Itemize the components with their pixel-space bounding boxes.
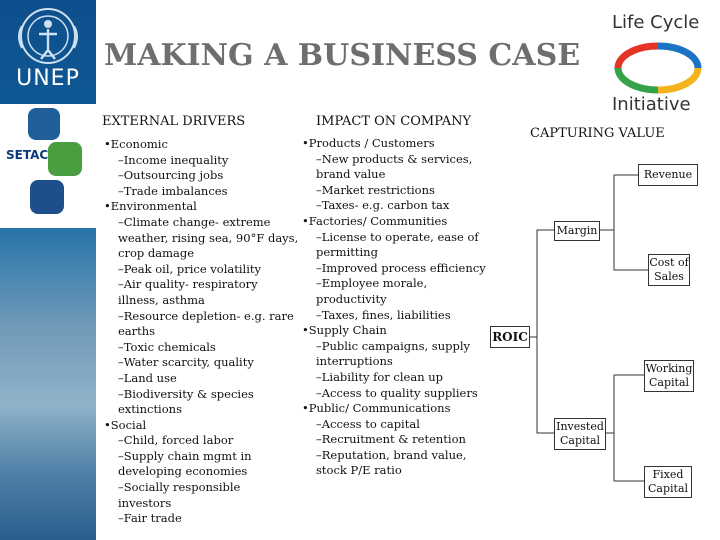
- external-drivers-list: •Economic–Income inequality–Outsourcing …: [104, 137, 304, 527]
- setac-tree-icon: [48, 142, 82, 176]
- page-title: MAKING A BUSINESS CASE: [104, 38, 581, 73]
- impact-heading: IMPACT ON COMPANY: [316, 114, 472, 129]
- list-item: –Supply chain mgmt in: [118, 448, 252, 463]
- list-item: weather, rising sea, 90°F days,: [118, 230, 299, 245]
- impact-list: •Products / Customers–New products & ser…: [302, 136, 502, 479]
- list-item: earths: [118, 324, 156, 339]
- cost-of-sales-box: Cost of Sales: [648, 254, 690, 286]
- list-item: –Recruitment & retention: [316, 432, 466, 447]
- revenue-box: Revenue: [638, 164, 698, 186]
- list-item: –Market restrictions: [316, 182, 435, 197]
- list-item: –License to operate, ease of: [316, 229, 479, 244]
- working-capital-box: Working Capital: [644, 360, 694, 392]
- list-item: –Trade imbalances: [118, 183, 228, 198]
- list-item: –Reputation, brand value,: [316, 447, 467, 462]
- list-item: –Socially responsible: [118, 480, 241, 495]
- list-item: permitting: [316, 245, 378, 260]
- list-item: –Fair trade: [118, 511, 182, 526]
- bullet-heading: •Factories/ Communities: [302, 213, 448, 228]
- roic-box: ROIC: [490, 326, 530, 348]
- unep-emblem-icon: [18, 8, 78, 64]
- list-item: –Liability for clean up: [316, 369, 444, 384]
- setac-bird-icon: [28, 108, 60, 140]
- list-item: –Taxes, fines, liabilities: [316, 307, 451, 322]
- list-item: –Child, forced labor: [118, 433, 234, 448]
- bullet-heading: •Public/ Communications: [302, 401, 451, 416]
- list-item: –Access to quality suppliers: [316, 385, 478, 400]
- unep-logo-text: UNEP: [16, 66, 80, 91]
- setac-logo-text: SETAC: [6, 148, 49, 162]
- setac-wave-icon: [30, 180, 64, 214]
- list-item: –New products & services,: [316, 151, 473, 166]
- list-item: productivity: [316, 291, 387, 306]
- list-item: extinctions: [118, 402, 182, 417]
- setac-logo-panel: SETAC: [0, 104, 96, 228]
- list-item: –Outsourcing jobs: [118, 168, 224, 183]
- list-item: –Toxic chemicals: [118, 339, 216, 354]
- bullet-heading: •Products / Customers: [302, 136, 435, 150]
- list-item: –Water scarcity, quality: [118, 355, 254, 370]
- list-item: –Biodiversity & species: [118, 386, 254, 401]
- fixed-capital-box: Fixed Capital: [644, 466, 692, 498]
- capturing-value-heading: CAPTURING VALUE: [530, 126, 665, 141]
- invested-capital-box: Invested Capital: [554, 418, 606, 450]
- list-item: brand value: [316, 167, 386, 182]
- life-cycle-rings-icon: [614, 42, 702, 94]
- bullet-heading: •Environmental: [104, 199, 197, 214]
- bullet-heading: •Supply Chain: [302, 323, 387, 338]
- list-item: –Access to capital: [316, 416, 420, 431]
- list-item: interruptions: [316, 354, 393, 369]
- list-item: –Improved process efficiency: [316, 260, 486, 275]
- margin-box: Margin: [554, 221, 600, 241]
- lci-logo-line2: Initiative: [612, 94, 691, 115]
- list-item: –Employee morale,: [316, 276, 428, 291]
- list-item: –Peak oil, price volatility: [118, 261, 262, 276]
- bullet-heading: •Economic: [104, 137, 168, 151]
- list-item: –Resource depletion- e.g. rare: [118, 308, 294, 323]
- sidebar: UNEP SETAC: [0, 0, 96, 540]
- list-item: –Taxes- e.g. carbon tax: [316, 198, 450, 213]
- list-item: illness, asthma: [118, 292, 205, 307]
- list-item: –Air quality- respiratory: [118, 277, 258, 292]
- lci-logo-line1: Life Cycle: [612, 12, 700, 33]
- list-item: crop damage: [118, 246, 195, 261]
- list-item: –Income inequality: [118, 152, 229, 167]
- list-item: developing economies: [118, 464, 248, 479]
- list-item: stock P/E ratio: [316, 463, 402, 478]
- list-item: –Public campaigns, supply: [316, 338, 470, 353]
- external-drivers-heading: EXTERNAL DRIVERS: [102, 114, 246, 129]
- list-item: –Climate change- extreme: [118, 214, 271, 229]
- bullet-heading: •Social: [104, 417, 147, 432]
- list-item: investors: [118, 495, 172, 510]
- list-item: –Land use: [118, 370, 177, 385]
